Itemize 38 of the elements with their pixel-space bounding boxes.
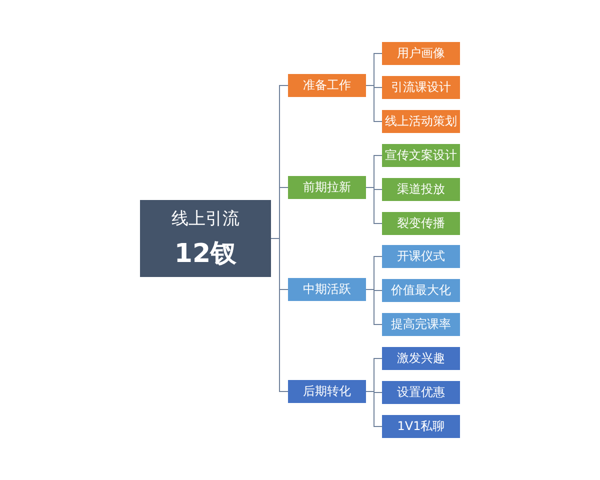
node-label: 宣传文案设计	[385, 147, 457, 164]
node-label: 激发兴趣	[397, 350, 445, 367]
leaf-box	[382, 347, 460, 370]
leaf-box	[382, 415, 460, 438]
connector-line	[270, 238, 288, 392]
node-label: 引流课设计	[391, 79, 451, 96]
node-label: 1V1私聊	[397, 418, 445, 435]
leaf-box	[382, 76, 460, 99]
node-label: 准备工作	[303, 77, 351, 94]
leaf-box	[382, 42, 460, 65]
node-label: 开课仪式	[397, 248, 445, 265]
node-label: 中期活跃	[303, 281, 351, 298]
connector-line	[366, 289, 382, 325]
branch-box	[288, 176, 366, 199]
connector-line	[366, 85, 382, 122]
leaf-box	[382, 313, 460, 336]
connector-line	[366, 391, 382, 427]
node-label: 裂变传播	[397, 215, 445, 232]
leaf-box	[382, 279, 460, 302]
node-label: 设置优惠	[397, 384, 445, 401]
topic-subtitle: 12钗	[174, 238, 237, 270]
leaf-box	[382, 178, 460, 201]
leaf-box	[382, 381, 460, 404]
node-label: 价值最大化	[391, 282, 451, 299]
node-label: 前期拉新	[303, 179, 351, 196]
topic-box	[140, 200, 271, 277]
node-label: 用户画像	[397, 45, 445, 62]
leaf-box	[382, 245, 460, 268]
node-label: 渠道投放	[397, 181, 445, 198]
branch-box	[288, 278, 366, 301]
branch-box	[288, 74, 366, 97]
leaf-box	[382, 212, 460, 235]
connector-line	[366, 187, 382, 224]
node-label: 线上活动策划	[385, 113, 457, 130]
node-label: 提高完课率	[391, 316, 451, 333]
topic-title: 线上引流	[172, 208, 240, 230]
branch-box	[288, 380, 366, 403]
node-label: 后期转化	[303, 383, 351, 400]
